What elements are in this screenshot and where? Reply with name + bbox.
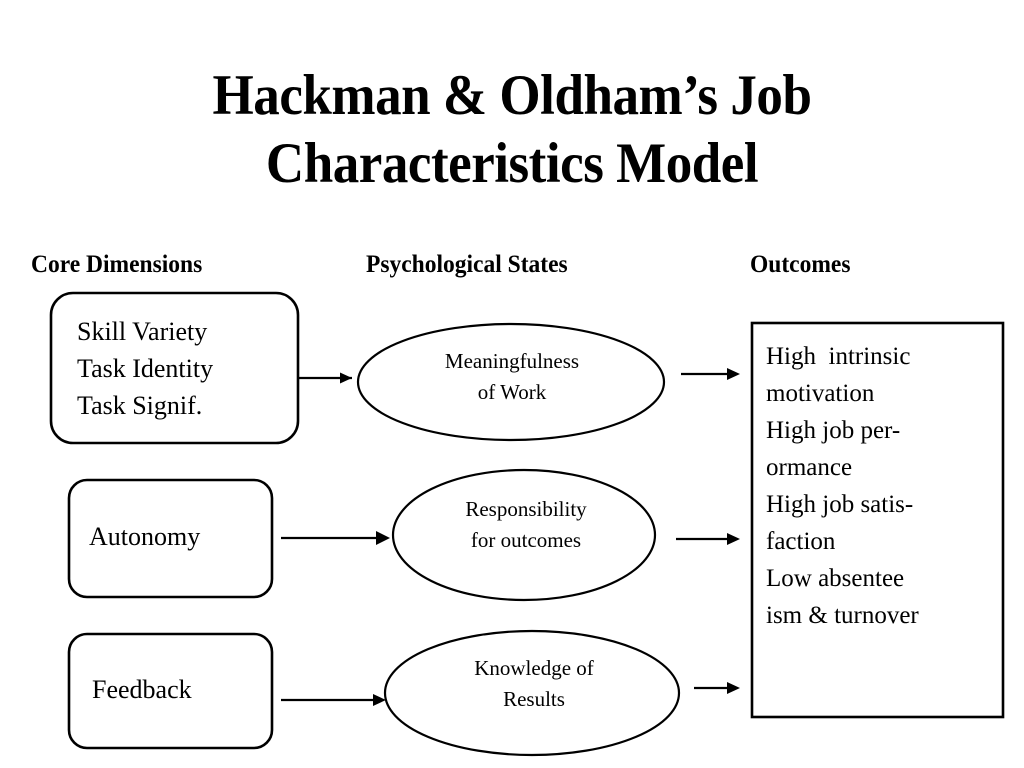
- arrow-state1-to-outcomes: [681, 368, 740, 380]
- column-header-outcomes: Outcomes: [750, 251, 851, 278]
- arrow-state2-to-outcomes: [676, 533, 740, 545]
- arrow-dim2-to-state2: [281, 531, 390, 545]
- outcome-line: High job per-: [766, 417, 901, 444]
- psychological-state-label-2: Responsibility for outcomes: [465, 497, 587, 552]
- psychological-state-ellipse-3: [383, 629, 681, 757]
- core-dimension-box-1: [49, 291, 300, 445]
- core-dimension-label-1: Skill Variety Task Identity Task Signif.: [77, 317, 214, 420]
- outcome-line: ism & turnover: [766, 602, 919, 629]
- core-dimension-box-3: [67, 632, 274, 750]
- core-dimension-label-3: Feedback: [92, 675, 192, 704]
- psychological-state-ellipse-2: [391, 468, 657, 602]
- outcome-line: Low absentee: [766, 565, 905, 592]
- core-dimension-box-2: [67, 478, 274, 599]
- outcome-line: ormance: [766, 454, 853, 481]
- title-line-1: Hackman & Oldham’s Job: [212, 64, 812, 127]
- psychological-state-label-1: Meaningfulness of Work: [444, 349, 580, 404]
- outcomes-box: [750, 321, 1005, 719]
- core-dimension-label-2: Autonomy: [89, 522, 201, 551]
- arrow-dim1-to-state1: [298, 372, 352, 384]
- psychological-state-ellipse-1: [356, 322, 666, 442]
- title-line-2: Characteristics Model: [265, 132, 759, 195]
- arrow-state3-to-outcomes: [694, 682, 740, 694]
- outcome-line: High job satis-: [766, 491, 914, 518]
- page-title: Hackman & Oldham’s Job Characteristics M…: [0, 62, 1024, 198]
- column-header-core-dimensions: Core Dimensions: [31, 251, 203, 278]
- arrow-dim3-to-state3: [281, 694, 386, 706]
- psychological-state-label-3: Knowledge of Results: [474, 656, 594, 711]
- column-header-psychological-states: Psychological States: [366, 251, 568, 278]
- outcome-line: motivation: [766, 380, 875, 407]
- outcome-line: High intrinsic: [766, 343, 911, 370]
- outcome-line: faction: [766, 528, 836, 555]
